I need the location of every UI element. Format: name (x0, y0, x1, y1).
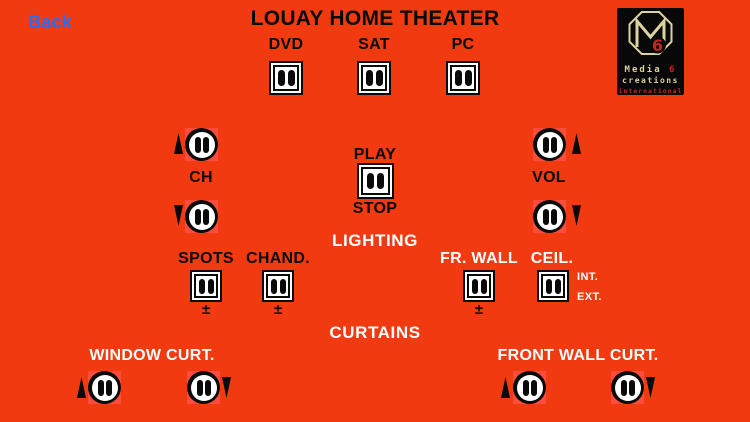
front-wall-toggle-button[interactable] (463, 270, 495, 302)
sat-label: SAT (358, 36, 390, 53)
stop-label: STOP (352, 200, 398, 217)
window-curtain-close-button[interactable] (187, 371, 220, 404)
curtains-heading: CURTAINS (329, 323, 421, 342)
pc-toggle-button[interactable] (446, 61, 480, 95)
vol-up-arrow-icon (572, 133, 581, 154)
play-label: PLAY (353, 146, 397, 163)
ext-label: EXT. (577, 291, 602, 303)
sat-toggle-button[interactable] (357, 61, 391, 95)
spots-label: SPOTS (178, 250, 234, 267)
chandelier-label: CHAND. (245, 250, 311, 267)
front-curtain-close-button[interactable] (611, 371, 644, 404)
dvd-label: DVD (268, 36, 304, 53)
ch-down-button[interactable] (185, 200, 218, 233)
vol-down-button[interactable] (533, 200, 566, 233)
page-title: LOUAY HOME THEATER (250, 7, 500, 30)
play-stop-button[interactable] (357, 163, 394, 199)
ceiling-light-label: CEIL. (530, 250, 574, 267)
window-curtain-open-arrow-icon (77, 377, 86, 398)
vol-label: VOL (532, 169, 566, 186)
int-label: INT. (577, 271, 599, 283)
window-curtain-close-arrow-icon (222, 377, 231, 398)
vol-down-arrow-icon (572, 205, 581, 226)
logo-brand-line: Media 6 (624, 65, 677, 75)
front-wall-curtain-label: FRONT WALL CURT. (497, 347, 659, 364)
media-creations-logo: 6 Media 6 creations international (617, 8, 684, 95)
logo-creations-line: creations (622, 76, 679, 85)
front-curtain-open-arrow-icon (501, 377, 510, 398)
dvd-toggle-button[interactable] (269, 61, 303, 95)
chandelier-dimmer-symbol: ± (273, 301, 283, 318)
pc-label: PC (451, 36, 475, 53)
svg-text:6: 6 (652, 36, 663, 55)
spots-dimmer-symbol: ± (201, 301, 211, 318)
lighting-heading: LIGHTING (331, 231, 418, 250)
spots-toggle-button[interactable] (190, 270, 222, 302)
ch-label: CH (189, 169, 213, 186)
ceiling-toggle-button[interactable] (537, 270, 569, 302)
back-button[interactable]: Back (28, 12, 72, 32)
front-wall-dimmer-symbol: ± (474, 301, 484, 318)
logo-international-line: international (618, 87, 683, 95)
window-curtain-open-button[interactable] (88, 371, 121, 404)
logo-octagon-icon: 6 (628, 11, 673, 55)
vol-up-button[interactable] (533, 128, 566, 161)
chandelier-toggle-button[interactable] (262, 270, 294, 302)
front-wall-light-label: FR. WALL (440, 250, 518, 267)
ch-down-arrow-icon (174, 205, 183, 226)
ch-up-button[interactable] (185, 128, 218, 161)
window-curtain-label: WINDOW CURT. (89, 347, 215, 364)
ch-up-arrow-icon (174, 133, 183, 154)
front-curtain-open-button[interactable] (513, 371, 546, 404)
front-curtain-close-arrow-icon (646, 377, 655, 398)
